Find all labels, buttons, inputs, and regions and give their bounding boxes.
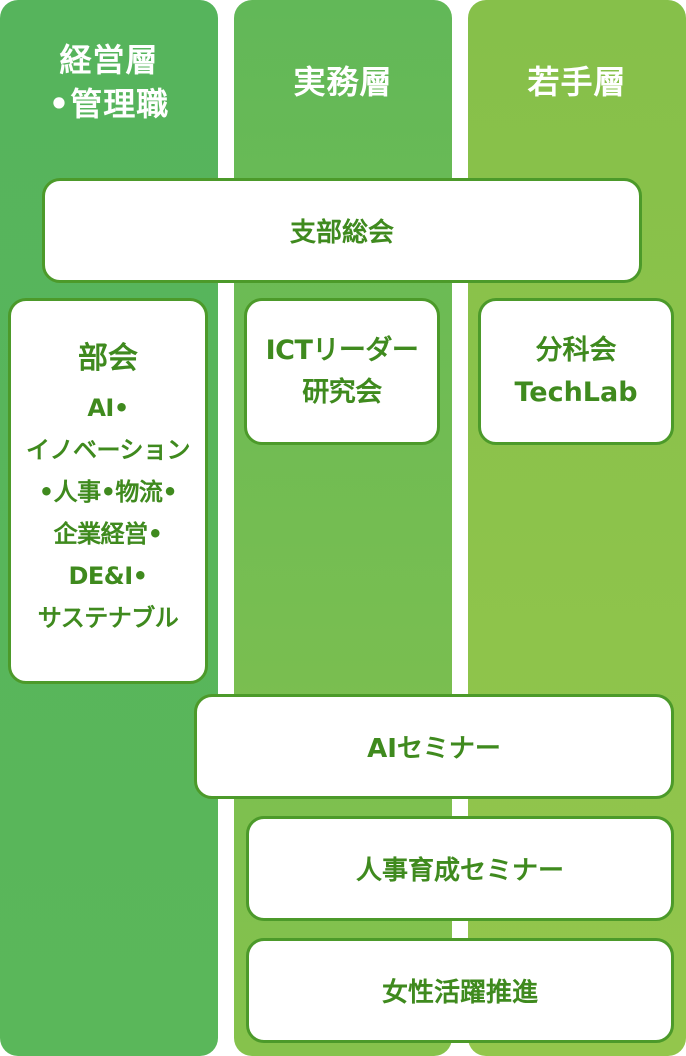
box-ai-seminar: AIセミナー <box>194 694 674 799</box>
box-bukai-title: 部会 <box>78 341 138 376</box>
box-general-meeting: 支部総会 <box>42 178 642 283</box>
column-title-young: 若手層 <box>527 63 627 101</box>
box-ict-leader: ICTリーダー 研究会 <box>244 298 440 445</box>
box-hr-seminar: 人事育成セミナー <box>246 816 674 921</box>
column-title-practitioner: 実務層 <box>293 63 393 101</box>
box-techlab: 分科会 TechLab <box>478 298 674 445</box>
box-bukai-subtitle: AI• イノベーション •人事•物流• 企業経営• DE&I• サステナブル <box>25 394 191 632</box>
box-women-empowerment: 女性活躍推進 <box>246 938 674 1043</box>
box-bukai: 部会 AI• イノベーション •人事•物流• 企業経営• DE&I• サステナブ… <box>8 298 208 684</box>
column-title-management: 経営層 •管理職 <box>48 41 170 123</box>
